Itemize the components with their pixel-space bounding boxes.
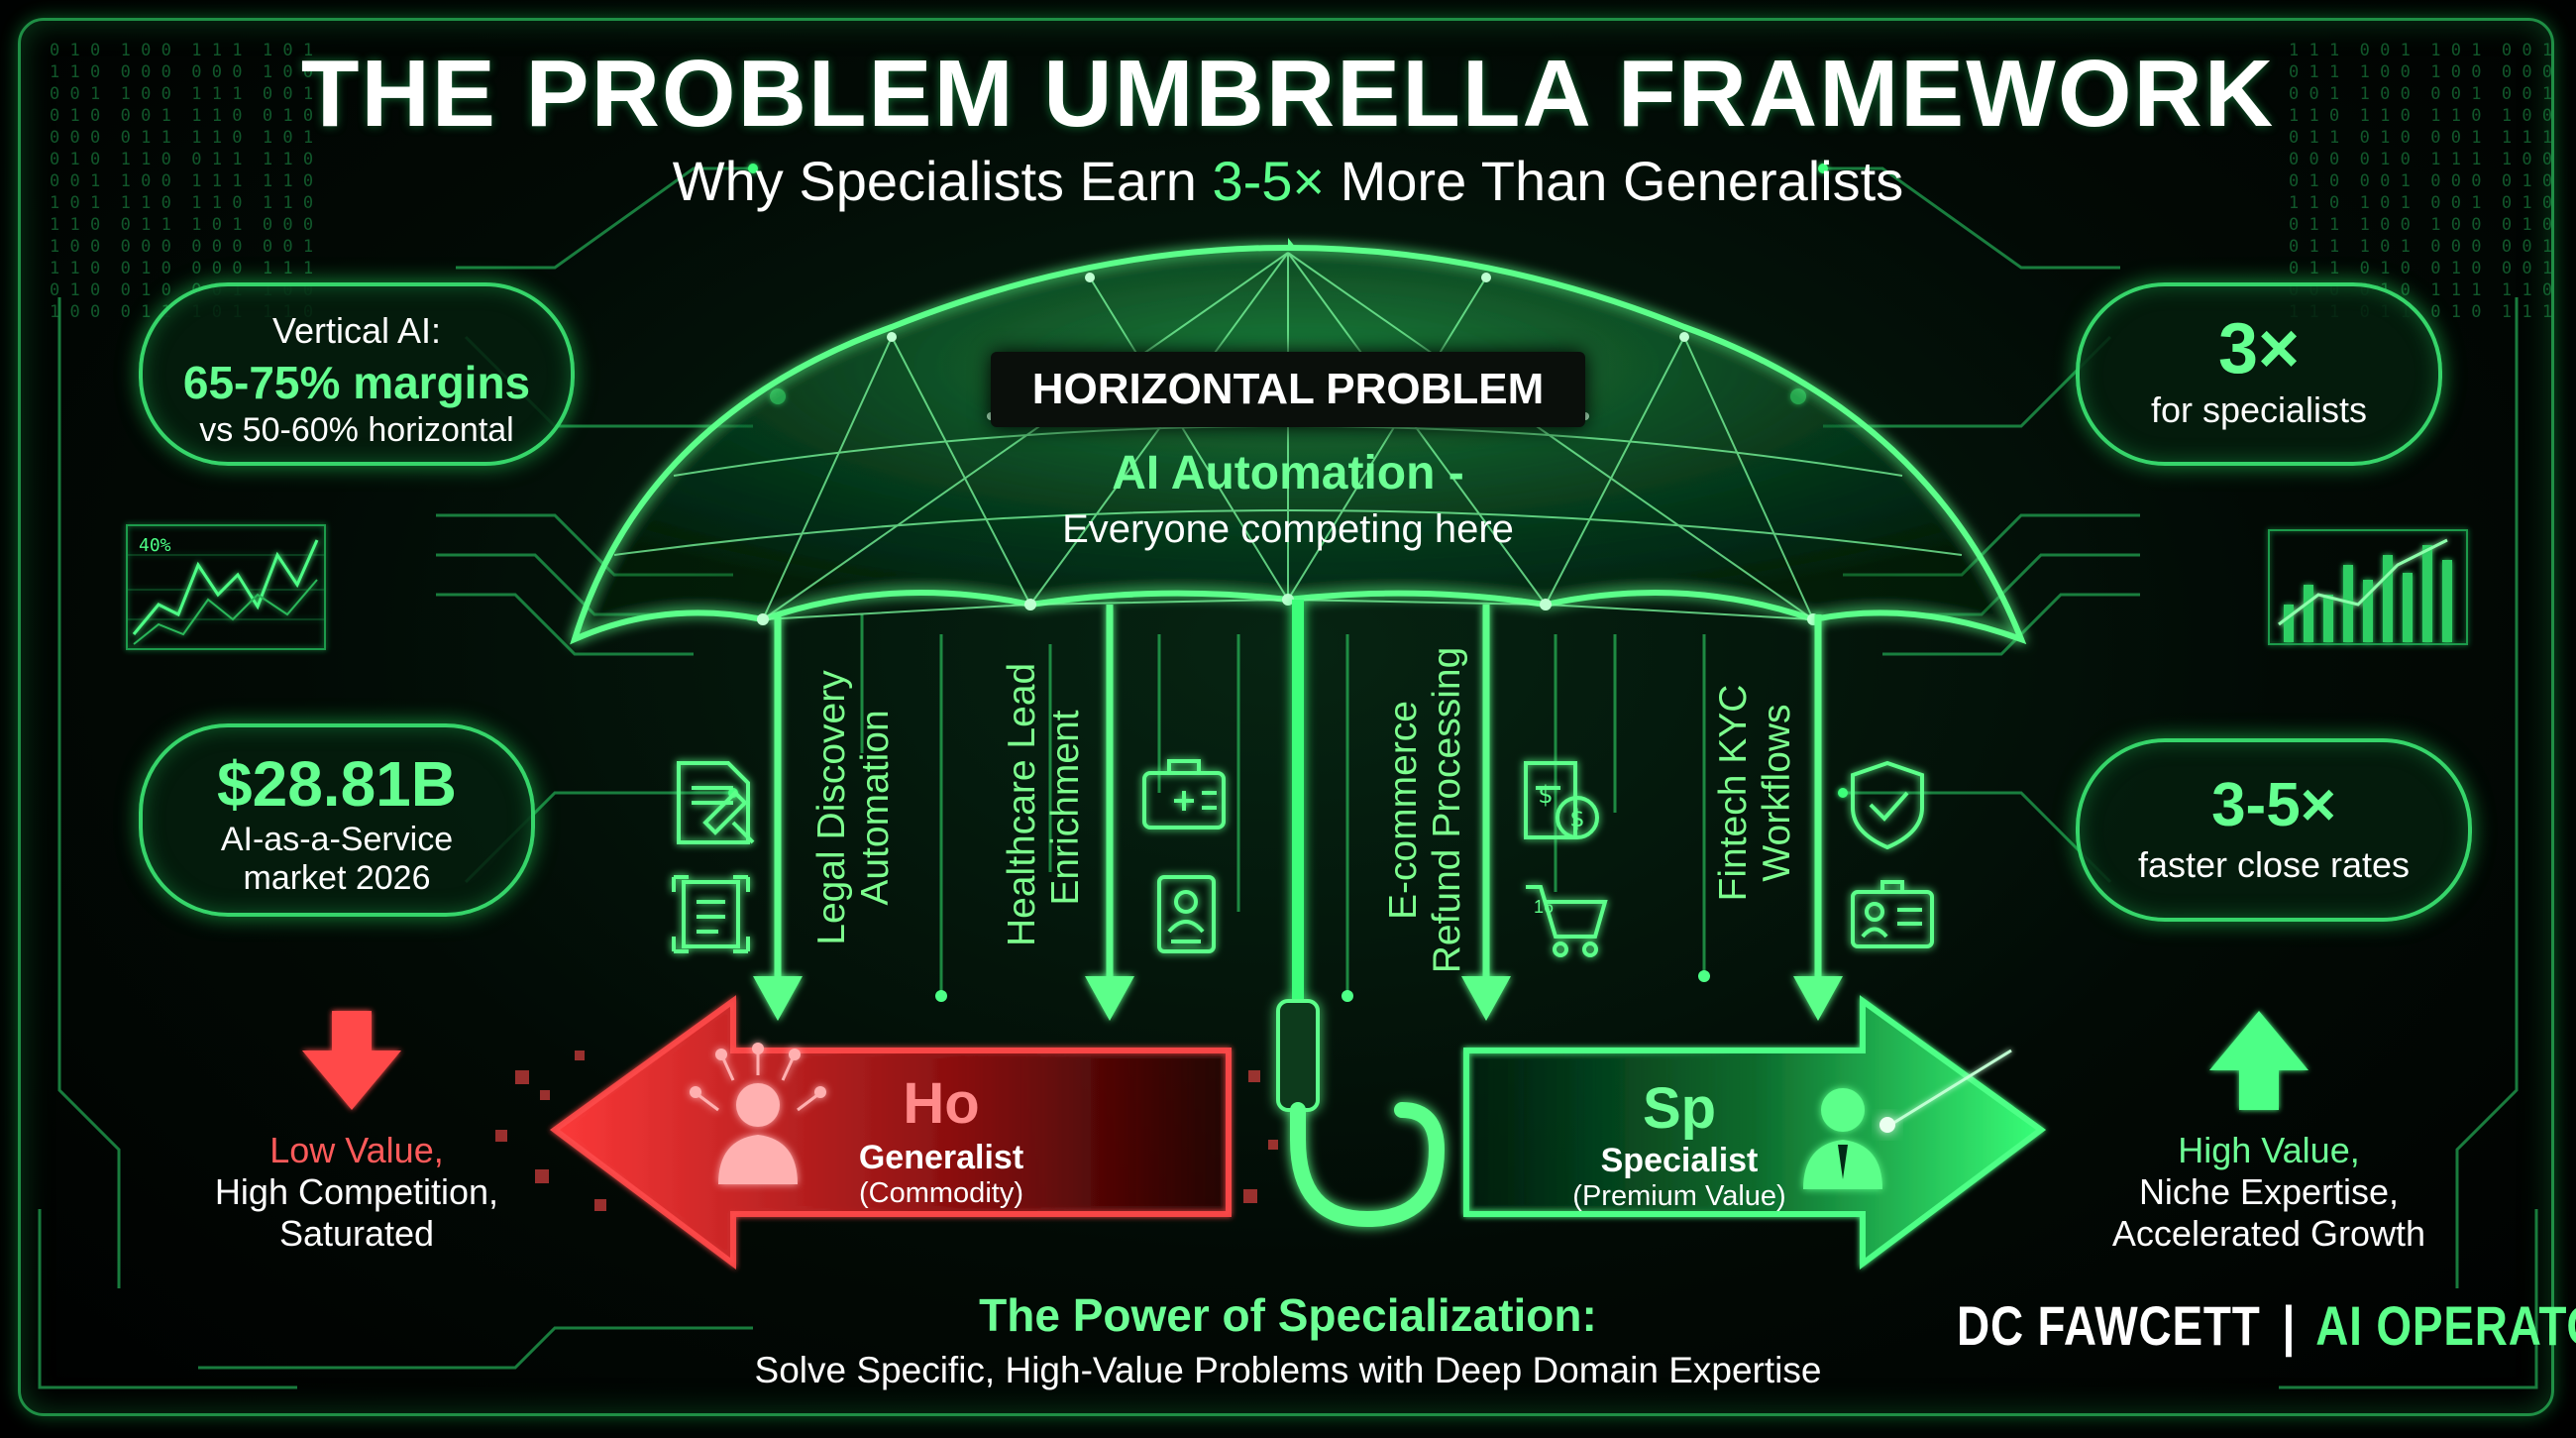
up-arrow-icon bbox=[2209, 1011, 2308, 1110]
brand-tagline: AI OPERATORS bbox=[2315, 1294, 2576, 1357]
category-line: Fintech KYC bbox=[1712, 669, 1756, 917]
brand-separator: | bbox=[2282, 1294, 2296, 1357]
cart-calendar-number: 16 bbox=[1524, 897, 1563, 918]
category-line: Workflows bbox=[1756, 669, 1799, 917]
market-stat-pill: $28.81B AI-as-a-Service market 2026 bbox=[139, 723, 535, 917]
category-line: Legal Discovery bbox=[810, 669, 854, 946]
footer-subline: Solve Specific, High-Value Problems with… bbox=[634, 1350, 1942, 1391]
category-line: E-commerce bbox=[1382, 644, 1426, 976]
brand-signature: DC FAWCETT | AI OPERATORS bbox=[1957, 1293, 2576, 1358]
specialist-multiplier-caption: for specialists bbox=[2080, 389, 2438, 431]
page-title: THE PROBLEM UMBRELLA FRAMEWORK bbox=[0, 40, 2576, 149]
high-value-line: High Value, bbox=[2071, 1130, 2467, 1171]
down-arrow-icon bbox=[302, 1011, 401, 1110]
low-value-description: Low Value, High Competition, Saturated bbox=[168, 1130, 545, 1255]
page-subtitle: Why Specialists Earn 3-5× More Than Gene… bbox=[0, 149, 2576, 213]
close-rate-pill: 3-5× faster close rates bbox=[2076, 738, 2472, 922]
specialist-label: Specialist bbox=[1556, 1142, 1803, 1180]
margin-stat-value: 65-75% margins bbox=[143, 356, 571, 409]
generalist-symbol: Ho bbox=[832, 1070, 1050, 1137]
category-healthcare-lead: Healthcare Lead Enrichment bbox=[1001, 669, 1088, 946]
generalist-label-group: Ho Generalist (Commodity) bbox=[832, 1070, 1050, 1210]
rain-drops bbox=[935, 970, 1710, 1002]
close-rate-caption: faster close rates bbox=[2080, 844, 2468, 886]
market-stat-year: market 2026 bbox=[143, 859, 531, 898]
footer-headline: The Power of Specialization: bbox=[634, 1288, 1942, 1342]
subtitle-suffix: More Than Generalists bbox=[1325, 150, 1903, 212]
specialist-symbol: Sp bbox=[1556, 1075, 1803, 1142]
data-rain-lines bbox=[862, 614, 1704, 991]
low-value-line: High Competition, bbox=[168, 1171, 545, 1213]
horizontal-problem-badge: HORIZONTAL PROBLEM bbox=[991, 352, 1585, 427]
chart-percent-label: 40% bbox=[139, 535, 171, 556]
umbrella-canopy bbox=[575, 248, 2021, 639]
category-line: Enrichment bbox=[1044, 669, 1088, 946]
margin-stat-label: Vertical AI: bbox=[143, 310, 571, 352]
brand-name: DC FAWCETT bbox=[1957, 1294, 2261, 1357]
category-fintech-kyc: Fintech KYC Workflows bbox=[1712, 669, 1799, 917]
generalist-label: Generalist bbox=[832, 1139, 1050, 1177]
bar-chart-decoration-right bbox=[2269, 530, 2467, 644]
category-line: Healthcare Lead bbox=[1001, 669, 1044, 946]
category-ecommerce-refund: E-commerce Refund Processing bbox=[1382, 644, 1469, 976]
high-value-description: High Value, Niche Expertise, Accelerated… bbox=[2071, 1130, 2467, 1255]
close-rate-value: 3-5× bbox=[2080, 770, 2468, 840]
specialist-multiplier-pill: 3× for specialists bbox=[2076, 282, 2442, 466]
subtitle-highlight: 3-5× bbox=[1212, 150, 1325, 212]
high-value-line: Niche Expertise, bbox=[2071, 1171, 2467, 1213]
market-stat-value: $28.81B bbox=[143, 747, 531, 821]
market-stat-label: AI-as-a-Service bbox=[143, 821, 531, 859]
specialist-multiplier-value: 3× bbox=[2080, 308, 2438, 389]
umbrella-headline: AI Automation - bbox=[892, 446, 1684, 500]
specialist-label-group: Sp Specialist (Premium Value) bbox=[1556, 1075, 1803, 1213]
margin-stat-pill: Vertical AI: 65-75% margins vs 50-60% ho… bbox=[139, 282, 575, 466]
low-value-line: Saturated bbox=[168, 1213, 545, 1255]
low-value-line: Low Value, bbox=[168, 1130, 545, 1171]
subtitle-prefix: Why Specialists Earn bbox=[673, 150, 1213, 212]
margin-stat-comparison: vs 50-60% horizontal bbox=[143, 411, 571, 450]
generalist-sublabel: (Commodity) bbox=[832, 1177, 1050, 1210]
category-legal-discovery: Legal Discovery Automation bbox=[810, 669, 898, 946]
high-value-line: Accelerated Growth bbox=[2071, 1213, 2467, 1255]
umbrella-subline: Everyone competing here bbox=[892, 507, 1684, 552]
category-line: Refund Processing bbox=[1426, 644, 1469, 976]
category-line: Automation bbox=[854, 669, 898, 946]
specialist-sublabel: (Premium Value) bbox=[1556, 1180, 1803, 1213]
